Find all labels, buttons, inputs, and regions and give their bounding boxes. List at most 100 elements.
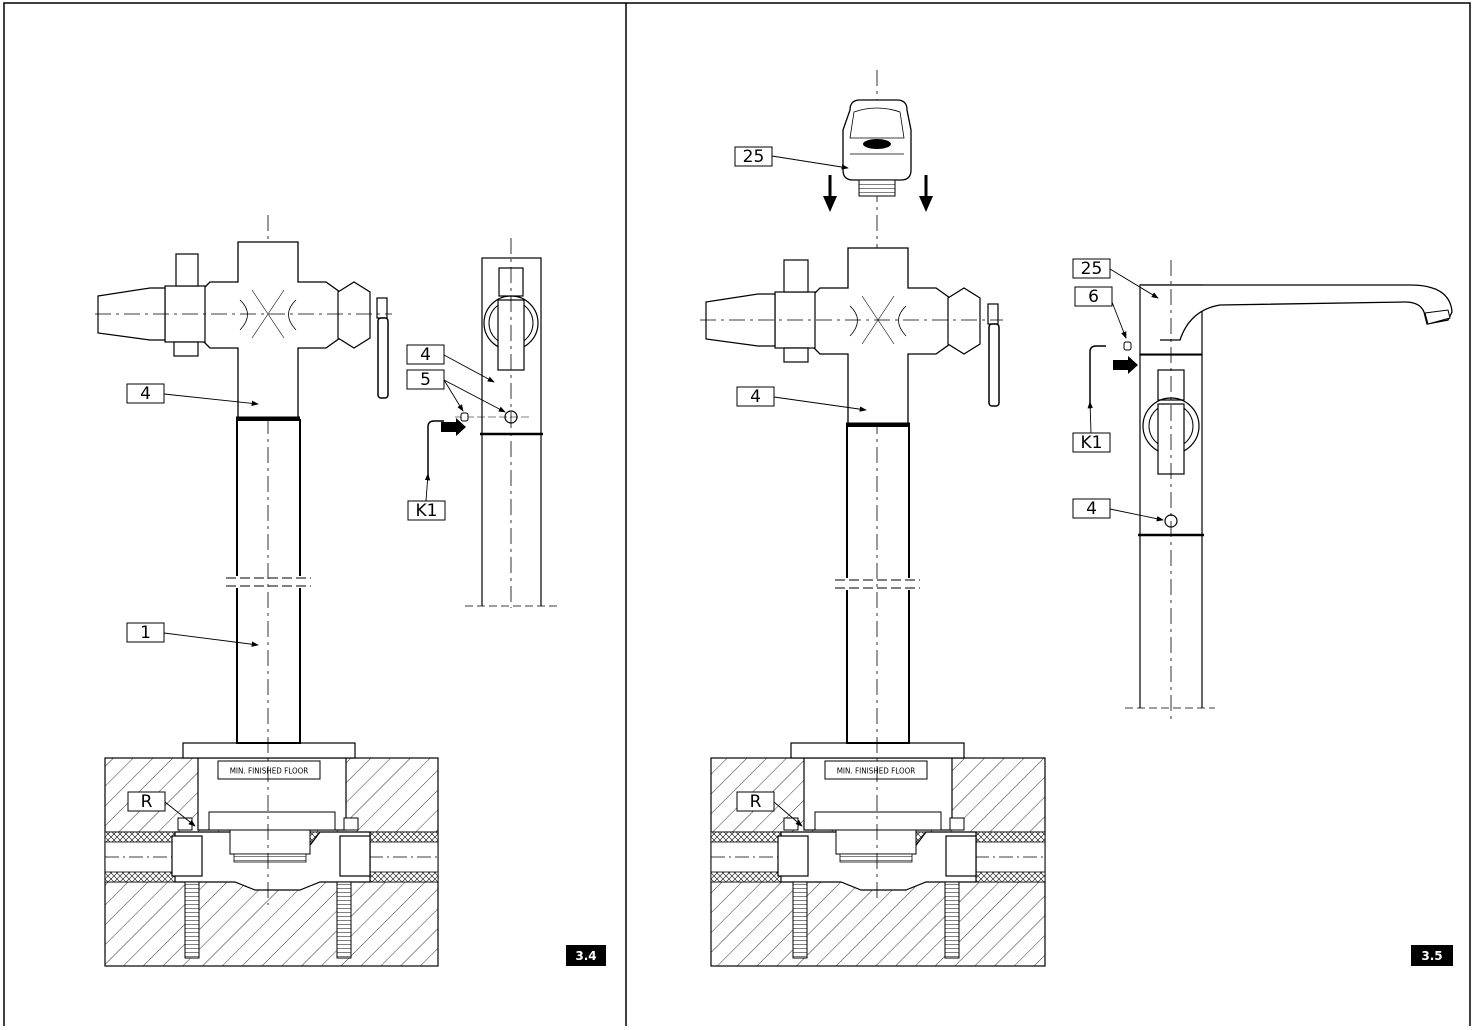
callout-K1: K1 [1072,401,1111,453]
top-stem [175,253,199,287]
mixer-cross-body [199,241,341,419]
callout-label: 25 [743,147,765,167]
callout-leader [1087,401,1093,434]
callout-box [1074,286,1113,307]
callout-4-main: 4 [126,383,259,407]
callout-R: R [736,791,803,827]
figure-number: 3.5 [1421,949,1442,963]
bottom-stem [173,341,199,357]
lever-hub [947,287,981,355]
callout-leader [164,801,196,827]
grub-screw [1123,341,1132,351]
figure-badge: 3.5 [1411,945,1453,966]
callout-R: R [127,791,196,827]
mixer-contour-lines [239,299,297,331]
callout-box [1072,498,1111,519]
allen-key [427,420,444,480]
mixer-facet-lines [251,289,285,339]
callout-leader [443,379,464,412]
callout-label: 6 [1088,287,1099,307]
callout-label: 4 [140,384,151,404]
callout-box [406,344,445,365]
detail-view [1089,260,1453,720]
spout-aerator [1424,309,1451,325]
left-anchor-bolt [792,881,808,959]
callout-box [127,791,166,812]
right-fitting [945,835,977,877]
mixer-contour-lines [849,305,907,337]
callout-box [1072,432,1111,453]
lever-hub [337,281,371,349]
detail-view [427,238,560,608]
column-tube [835,70,920,900]
callout-label: K1 [1081,433,1103,453]
callout-box [736,791,775,812]
callout-leader [443,354,495,383]
handle-top-face [849,107,905,139]
callout-4-main: 4 [736,386,867,412]
allen-key [1089,345,1106,406]
left-fitting [171,835,203,877]
lever-handle [988,323,1000,407]
floor-base-plate [182,742,356,759]
callout-leader [773,801,803,827]
callout-box [126,383,165,404]
handle-indicator [863,139,891,149]
column-break [835,578,920,590]
column-tube [226,215,311,905]
callout-5: 5 [406,369,506,413]
spout-arm [1140,284,1453,341]
grub-screw [460,412,469,422]
top-stem [783,259,809,293]
panel-3-4: MIN. FINISHED FLOOR [95,215,606,967]
right-nut [343,817,359,831]
callout-25-detail: 25 [1072,258,1159,299]
valve-cartridge [835,829,917,855]
mixer-cross-body [809,247,951,425]
callout-leader [1111,301,1127,339]
mixer-body [95,241,392,420]
callout-label: R [141,792,153,812]
callout-box [1072,258,1111,279]
callout-box [407,500,446,521]
mounting-flange [208,811,336,831]
valve-thread [233,853,307,863]
callout-label: K1 [416,501,438,521]
callout-box [406,369,445,390]
panel-3-5: MIN. FINISHED FLOOR [700,70,1453,967]
lever-handle [377,317,389,399]
callout-leader [163,632,259,647]
handle-assembly-top [823,99,933,212]
callout-leader-2 [443,379,506,413]
callout-label: 1 [140,623,151,643]
floor-label-text: MIN. FINISHED FLOOR [837,767,916,776]
right-nut [949,817,965,831]
floor-label-box [824,760,928,780]
callout-leader [1109,508,1164,522]
callout-label: 5 [420,370,431,390]
left-nut [783,817,799,831]
bottom-stem [783,347,809,363]
right-anchor-bolt [336,881,352,959]
right-anchor-bolt [944,881,960,959]
badge-box [1411,945,1453,966]
down-arrow-right-head [919,196,933,212]
callout-leader [1109,268,1159,299]
mixer-body [700,247,1003,426]
floor-section: MIN. FINISHED FLOOR [104,742,439,967]
callout-leader [163,393,259,407]
callout-box [734,146,773,167]
callout-box [736,386,775,407]
callout-label: 4 [750,387,761,407]
callout-leader [424,473,431,502]
callout-4-detail: 4 [406,344,495,383]
handle-thread [858,179,896,197]
left-anchor-bolt [184,881,200,959]
floor-label-box [217,760,321,780]
lever-neck [987,303,999,325]
valve-thread [839,853,913,863]
left-nut [177,817,193,831]
column-break [226,576,311,588]
